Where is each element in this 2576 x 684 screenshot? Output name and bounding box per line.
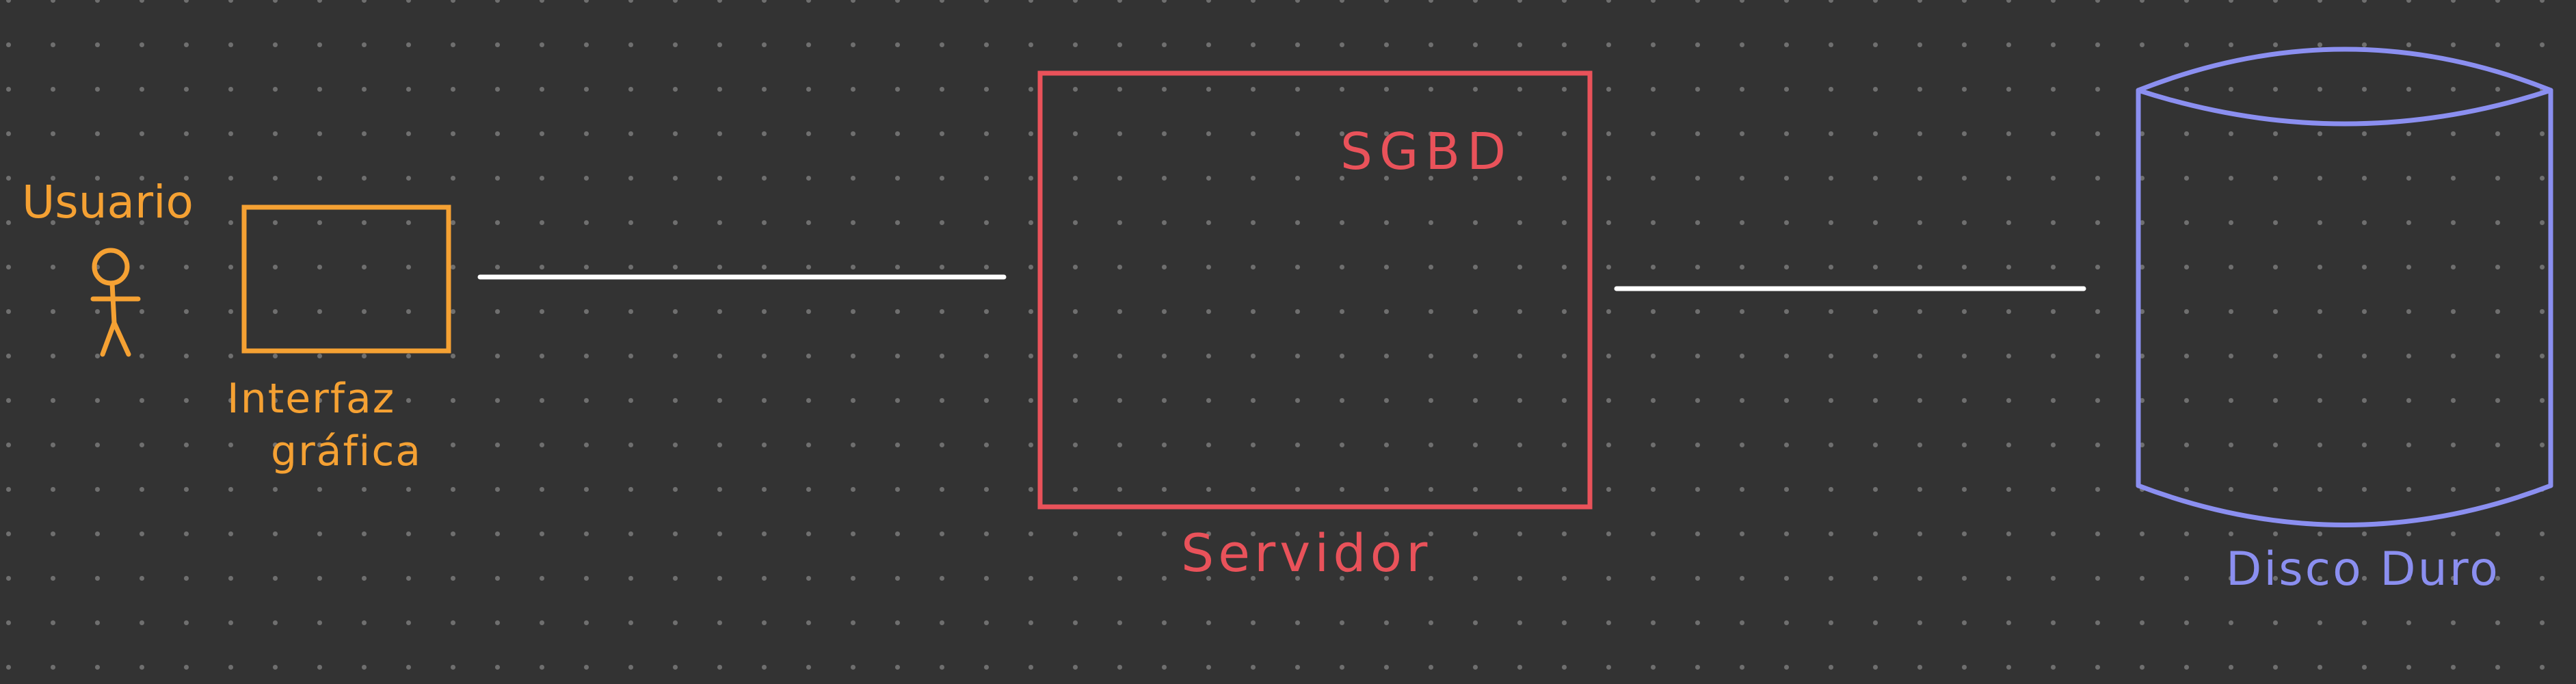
disk-label: Disco Duro	[2226, 542, 2500, 596]
interface-node: Interfaz gráfica	[227, 205, 451, 475]
stick-figure-icon	[90, 248, 141, 357]
user-label: Usuario	[22, 176, 194, 228]
disk-top-front-edge	[2136, 88, 2553, 127]
user-actor: Usuario	[22, 176, 194, 357]
interface-label-line2: gráfica	[271, 428, 422, 475]
interface-box	[241, 205, 451, 354]
disk-top-back-edge	[2136, 47, 2553, 93]
disk-node	[2136, 47, 2553, 527]
server-node: SGBD Servidor	[1037, 70, 1593, 583]
server-box	[1037, 70, 1593, 510]
disk-bottom-edge	[2136, 483, 2553, 527]
interface-label-line1: Interfaz	[227, 375, 395, 423]
server-inner-label: SGBD	[1340, 122, 1513, 181]
server-label: Servidor	[1181, 523, 1431, 583]
